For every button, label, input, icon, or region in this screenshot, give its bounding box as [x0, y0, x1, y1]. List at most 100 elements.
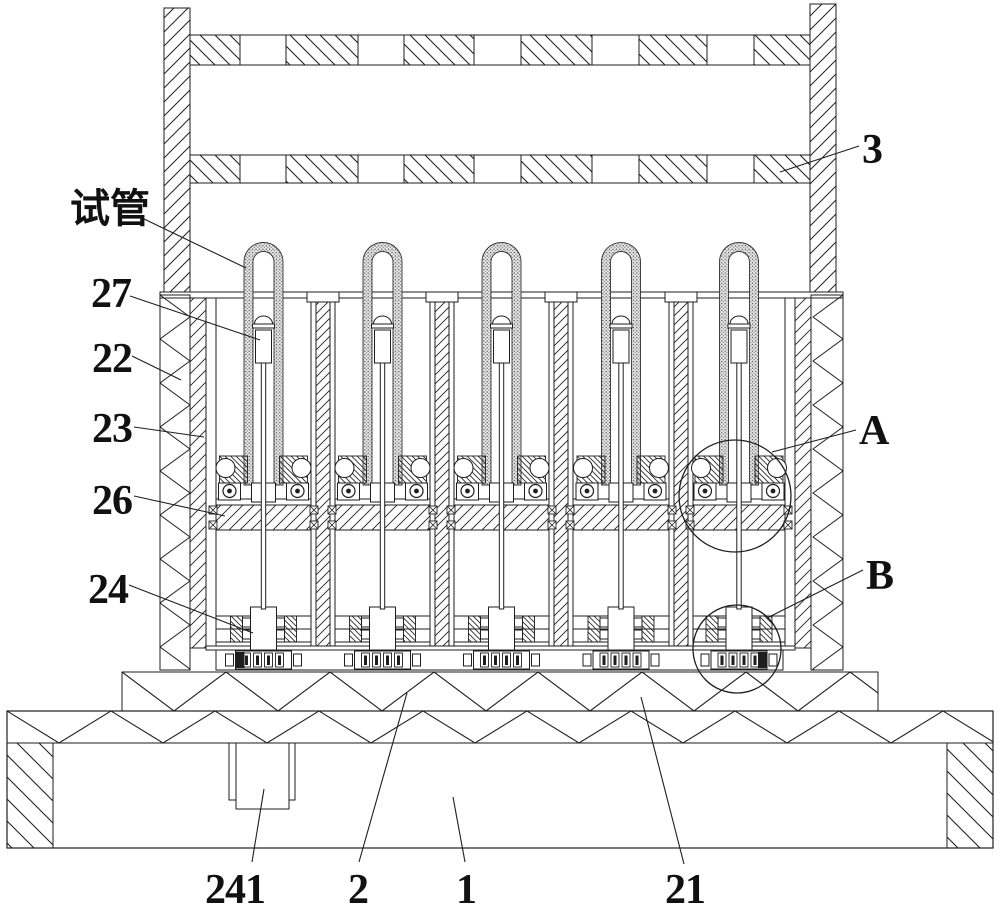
slider-link — [361, 629, 370, 640]
slider-link — [599, 617, 609, 628]
tube-unit-1 — [208, 242, 319, 670]
roller-ball-right — [649, 458, 669, 478]
base-assembly — [6, 671, 994, 849]
rail-slot-pin — [375, 655, 378, 665]
slider-pad-left — [587, 615, 601, 643]
frame-left-post — [163, 7, 191, 296]
bearing-right-core — [770, 488, 776, 494]
slider-link — [717, 629, 727, 640]
tube-unit-3 — [446, 242, 557, 670]
partition-core — [315, 297, 331, 649]
partition-top-cap — [544, 291, 578, 303]
tank-top-rim — [159, 291, 844, 299]
leader-line-B — [766, 569, 864, 619]
rail-end-tab — [700, 653, 710, 667]
leader-line-2 — [358, 692, 408, 863]
brush-cap-base — [490, 323, 513, 329]
slider-pad-right — [641, 615, 655, 643]
slider-pad-left — [230, 615, 243, 643]
rail-slot-pin — [742, 655, 746, 665]
rail-slot-pin — [256, 655, 259, 665]
rail-slot-pin — [720, 655, 724, 665]
lock-square-x — [428, 520, 438, 530]
frame-bar-upper-segment — [403, 34, 475, 66]
brush-cap-base — [252, 323, 275, 329]
partition-liner-left — [668, 297, 675, 649]
leader-line-22 — [131, 355, 182, 381]
slider-link — [717, 617, 727, 628]
partition-core — [673, 297, 689, 649]
leader-line-试管 — [141, 217, 247, 269]
lock-square-x — [547, 505, 557, 515]
lock-square-x — [547, 520, 557, 530]
slider-link — [276, 617, 285, 628]
frame-bar-lower — [189, 154, 811, 184]
roller-ball-left — [215, 458, 236, 478]
lock-square-x — [783, 505, 793, 515]
lock-square-x — [446, 520, 456, 530]
rail-slot-pin — [483, 655, 486, 665]
lock-square-x — [446, 505, 456, 515]
bearing-right-core — [414, 488, 419, 494]
slider-link — [361, 617, 370, 628]
partition-top-cap — [306, 291, 340, 303]
slider-pad-left — [349, 615, 362, 643]
leader-line-24 — [128, 584, 254, 634]
support-platform — [121, 671, 879, 712]
brush-cap-base — [727, 323, 751, 329]
slider-pad-left — [705, 615, 719, 643]
slider-link — [633, 629, 643, 640]
leader-line-26 — [133, 495, 226, 517]
rail-slot-pin — [624, 655, 628, 665]
rail-slot-pin — [267, 655, 270, 665]
rail-end-tab — [225, 653, 234, 667]
brush-body — [612, 329, 630, 364]
bearing-left-core — [465, 488, 470, 494]
leader-line-1 — [452, 796, 466, 863]
tank-partition — [544, 291, 578, 649]
rail-end-tab — [463, 653, 472, 667]
slider-block — [250, 606, 277, 651]
tube-unit-5 — [685, 242, 793, 670]
rail-end-tab — [650, 653, 660, 667]
leader-line-23 — [133, 426, 205, 438]
rail-end-tab — [531, 653, 540, 667]
partition-liner-right — [567, 297, 574, 649]
lock-square-x — [667, 505, 677, 515]
rail-slot-pin — [245, 655, 248, 665]
partition-liner-right — [687, 297, 694, 649]
lock-square-x — [309, 505, 319, 515]
brush-cap-base — [609, 323, 633, 329]
label-1: 1 — [456, 867, 476, 909]
frame-bar-lower-segment — [403, 154, 475, 184]
rail-stop-black — [758, 652, 767, 668]
tube-unit-4 — [565, 242, 677, 670]
rail-slot-pin — [613, 655, 617, 665]
brush-body — [255, 329, 272, 364]
label-23: 23 — [92, 406, 132, 452]
slider-link — [480, 629, 489, 640]
rail-end-tab — [412, 653, 421, 667]
brush-cap — [253, 315, 274, 325]
partition-liner-left — [310, 297, 317, 649]
rail-stop-black — [235, 652, 245, 668]
label-2: 2 — [348, 867, 368, 909]
lock-square-x — [327, 520, 337, 530]
frame-bar-lower-segment — [285, 154, 359, 184]
piston-rod — [379, 362, 386, 610]
brush-body — [493, 329, 510, 364]
slider-link — [751, 617, 761, 628]
label-21: 21 — [665, 867, 705, 909]
lock-square-x — [327, 505, 337, 515]
label-22: 22 — [92, 336, 132, 382]
partition-liner-left — [548, 297, 555, 649]
lock-square-x — [565, 505, 575, 515]
rail-slot-pin — [278, 655, 281, 665]
slider-link — [514, 617, 523, 628]
slider-link — [276, 629, 285, 640]
slider-pad-left — [468, 615, 481, 643]
leader-line-241 — [251, 788, 265, 863]
